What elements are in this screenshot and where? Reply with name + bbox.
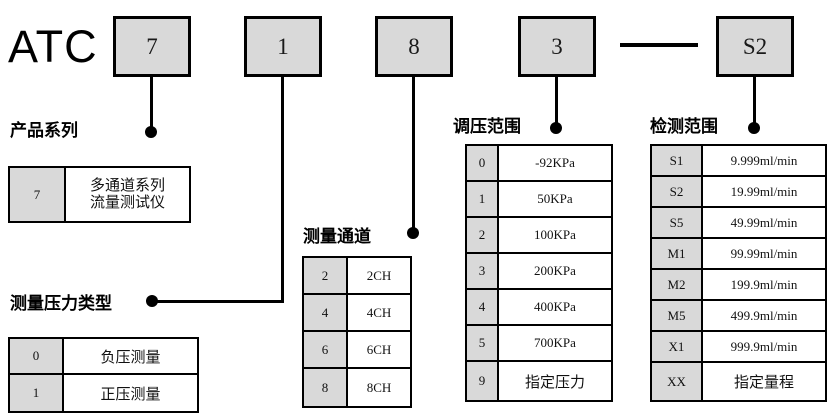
table-row[interactable]: S2 19.99ml/min [652, 177, 825, 208]
connector-product-series [150, 77, 153, 132]
cell-code: S1 [652, 146, 703, 175]
code-box-measure-channel[interactable]: 8 [375, 16, 453, 77]
connector-pressure-type-vertical [281, 77, 284, 302]
cell-code: 2 [467, 218, 499, 252]
table-row[interactable]: 7 多通道系列 流量测试仪 [10, 168, 189, 221]
cell-value: 正压测量 [64, 375, 197, 411]
table-detect-range: S1 9.999ml/min S2 19.99ml/min S5 49.99ml… [650, 144, 827, 402]
connector-dot-pressure-range [550, 122, 562, 134]
cell-value-line2: 流量测试仪 [89, 194, 165, 211]
table-row[interactable]: 4 4CH [304, 295, 410, 332]
table-row[interactable]: 1 正压测量 [10, 375, 197, 411]
connector-detect-range [753, 77, 756, 128]
table-row[interactable]: 8 8CH [304, 369, 410, 406]
cell-value: 19.99ml/min [703, 177, 825, 206]
table-row[interactable]: 1 50KPa [467, 182, 611, 218]
table-row[interactable]: 2 100KPa [467, 218, 611, 254]
connector-dot-measure-channel [407, 227, 419, 239]
table-row[interactable]: M2 199.9ml/min [652, 270, 825, 301]
code-box-detect-range[interactable]: S2 [716, 16, 794, 77]
cell-value: 200KPa [499, 254, 611, 288]
cell-value: 负压测量 [64, 339, 197, 373]
cell-code: X1 [652, 332, 703, 361]
cell-value: 49.99ml/min [703, 208, 825, 237]
cell-value: -92KPa [499, 146, 611, 180]
table-row[interactable]: S1 9.999ml/min [652, 146, 825, 177]
cell-code: 1 [10, 375, 64, 411]
cell-code: 2 [304, 258, 348, 293]
caption-measure-channel: 测量通道 [303, 227, 371, 246]
cell-code: 0 [467, 146, 499, 180]
brand-label: ATC [8, 21, 98, 72]
table-row[interactable]: 2 2CH [304, 258, 410, 295]
cell-value: 2CH [348, 258, 410, 293]
separator-dash [620, 43, 698, 47]
cell-code: M5 [652, 301, 703, 330]
code-box-pressure-range[interactable]: 3 [518, 16, 596, 77]
caption-pressure-range: 调压范围 [453, 117, 521, 136]
code-box-pressure-type[interactable]: 1 [244, 16, 322, 77]
table-row[interactable]: M5 499.9ml/min [652, 301, 825, 332]
cell-code: 4 [467, 290, 499, 324]
cell-value: 400KPa [499, 290, 611, 324]
cell-code: 4 [304, 295, 348, 330]
cell-value: 199.9ml/min [703, 270, 825, 299]
cell-code: S5 [652, 208, 703, 237]
connector-pressure-range [555, 77, 558, 128]
cell-value: 700KPa [499, 326, 611, 360]
table-row[interactable]: 0 负压测量 [10, 339, 197, 375]
cell-value: 9.999ml/min [703, 146, 825, 175]
cell-value: 指定量程 [703, 363, 825, 400]
table-product-series: 7 多通道系列 流量测试仪 [8, 166, 191, 223]
caption-detect-range: 检测范围 [650, 117, 718, 136]
table-pressure-type: 0 负压测量 1 正压测量 [8, 337, 199, 413]
table-row[interactable]: 3 200KPa [467, 254, 611, 290]
table-row[interactable]: 4 400KPa [467, 290, 611, 326]
table-row[interactable]: 5 700KPa [467, 326, 611, 362]
table-row[interactable]: S5 49.99ml/min [652, 208, 825, 239]
connector-dot-pressure-type [146, 295, 158, 307]
table-row[interactable]: XX 指定量程 [652, 363, 825, 400]
cell-value: 8CH [348, 369, 410, 406]
cell-value: 100KPa [499, 218, 611, 252]
connector-dot-product-series [145, 126, 157, 138]
table-row[interactable]: X1 999.9ml/min [652, 332, 825, 363]
table-pressure-range: 0 -92KPa 1 50KPa 2 100KPa 3 200KPa 4 400… [465, 144, 613, 402]
table-row[interactable]: 6 6CH [304, 332, 410, 369]
cell-code: 9 [467, 362, 499, 400]
cell-value-line1: 多通道系列 [89, 177, 165, 194]
cell-code: XX [652, 363, 703, 400]
table-row[interactable]: 0 -92KPa [467, 146, 611, 182]
caption-product-series: 产品系列 [10, 121, 78, 140]
connector-dot-detect-range [748, 122, 760, 134]
table-row[interactable]: 9 指定压力 [467, 362, 611, 400]
cell-value: 多通道系列 流量测试仪 [66, 168, 189, 221]
table-row[interactable]: M1 99.99ml/min [652, 239, 825, 270]
cell-code: M1 [652, 239, 703, 268]
caption-pressure-type: 测量压力类型 [10, 294, 112, 313]
cell-value: 6CH [348, 332, 410, 367]
cell-value: 499.9ml/min [703, 301, 825, 330]
cell-code: S2 [652, 177, 703, 206]
connector-pressure-type-horizontal [152, 300, 284, 303]
cell-code: 0 [10, 339, 64, 373]
connector-measure-channel [412, 77, 415, 233]
code-box-product-series[interactable]: 7 [113, 16, 191, 77]
cell-code: 1 [467, 182, 499, 216]
cell-code: M2 [652, 270, 703, 299]
cell-code: 6 [304, 332, 348, 367]
cell-code: 8 [304, 369, 348, 406]
cell-code: 3 [467, 254, 499, 288]
table-measure-channel: 2 2CH 4 4CH 6 6CH 8 8CH [302, 256, 412, 408]
cell-value: 999.9ml/min [703, 332, 825, 361]
cell-value: 99.99ml/min [703, 239, 825, 268]
cell-value: 4CH [348, 295, 410, 330]
cell-value: 50KPa [499, 182, 611, 216]
cell-code: 7 [10, 168, 66, 221]
cell-value: 指定压力 [499, 362, 611, 400]
cell-code: 5 [467, 326, 499, 360]
